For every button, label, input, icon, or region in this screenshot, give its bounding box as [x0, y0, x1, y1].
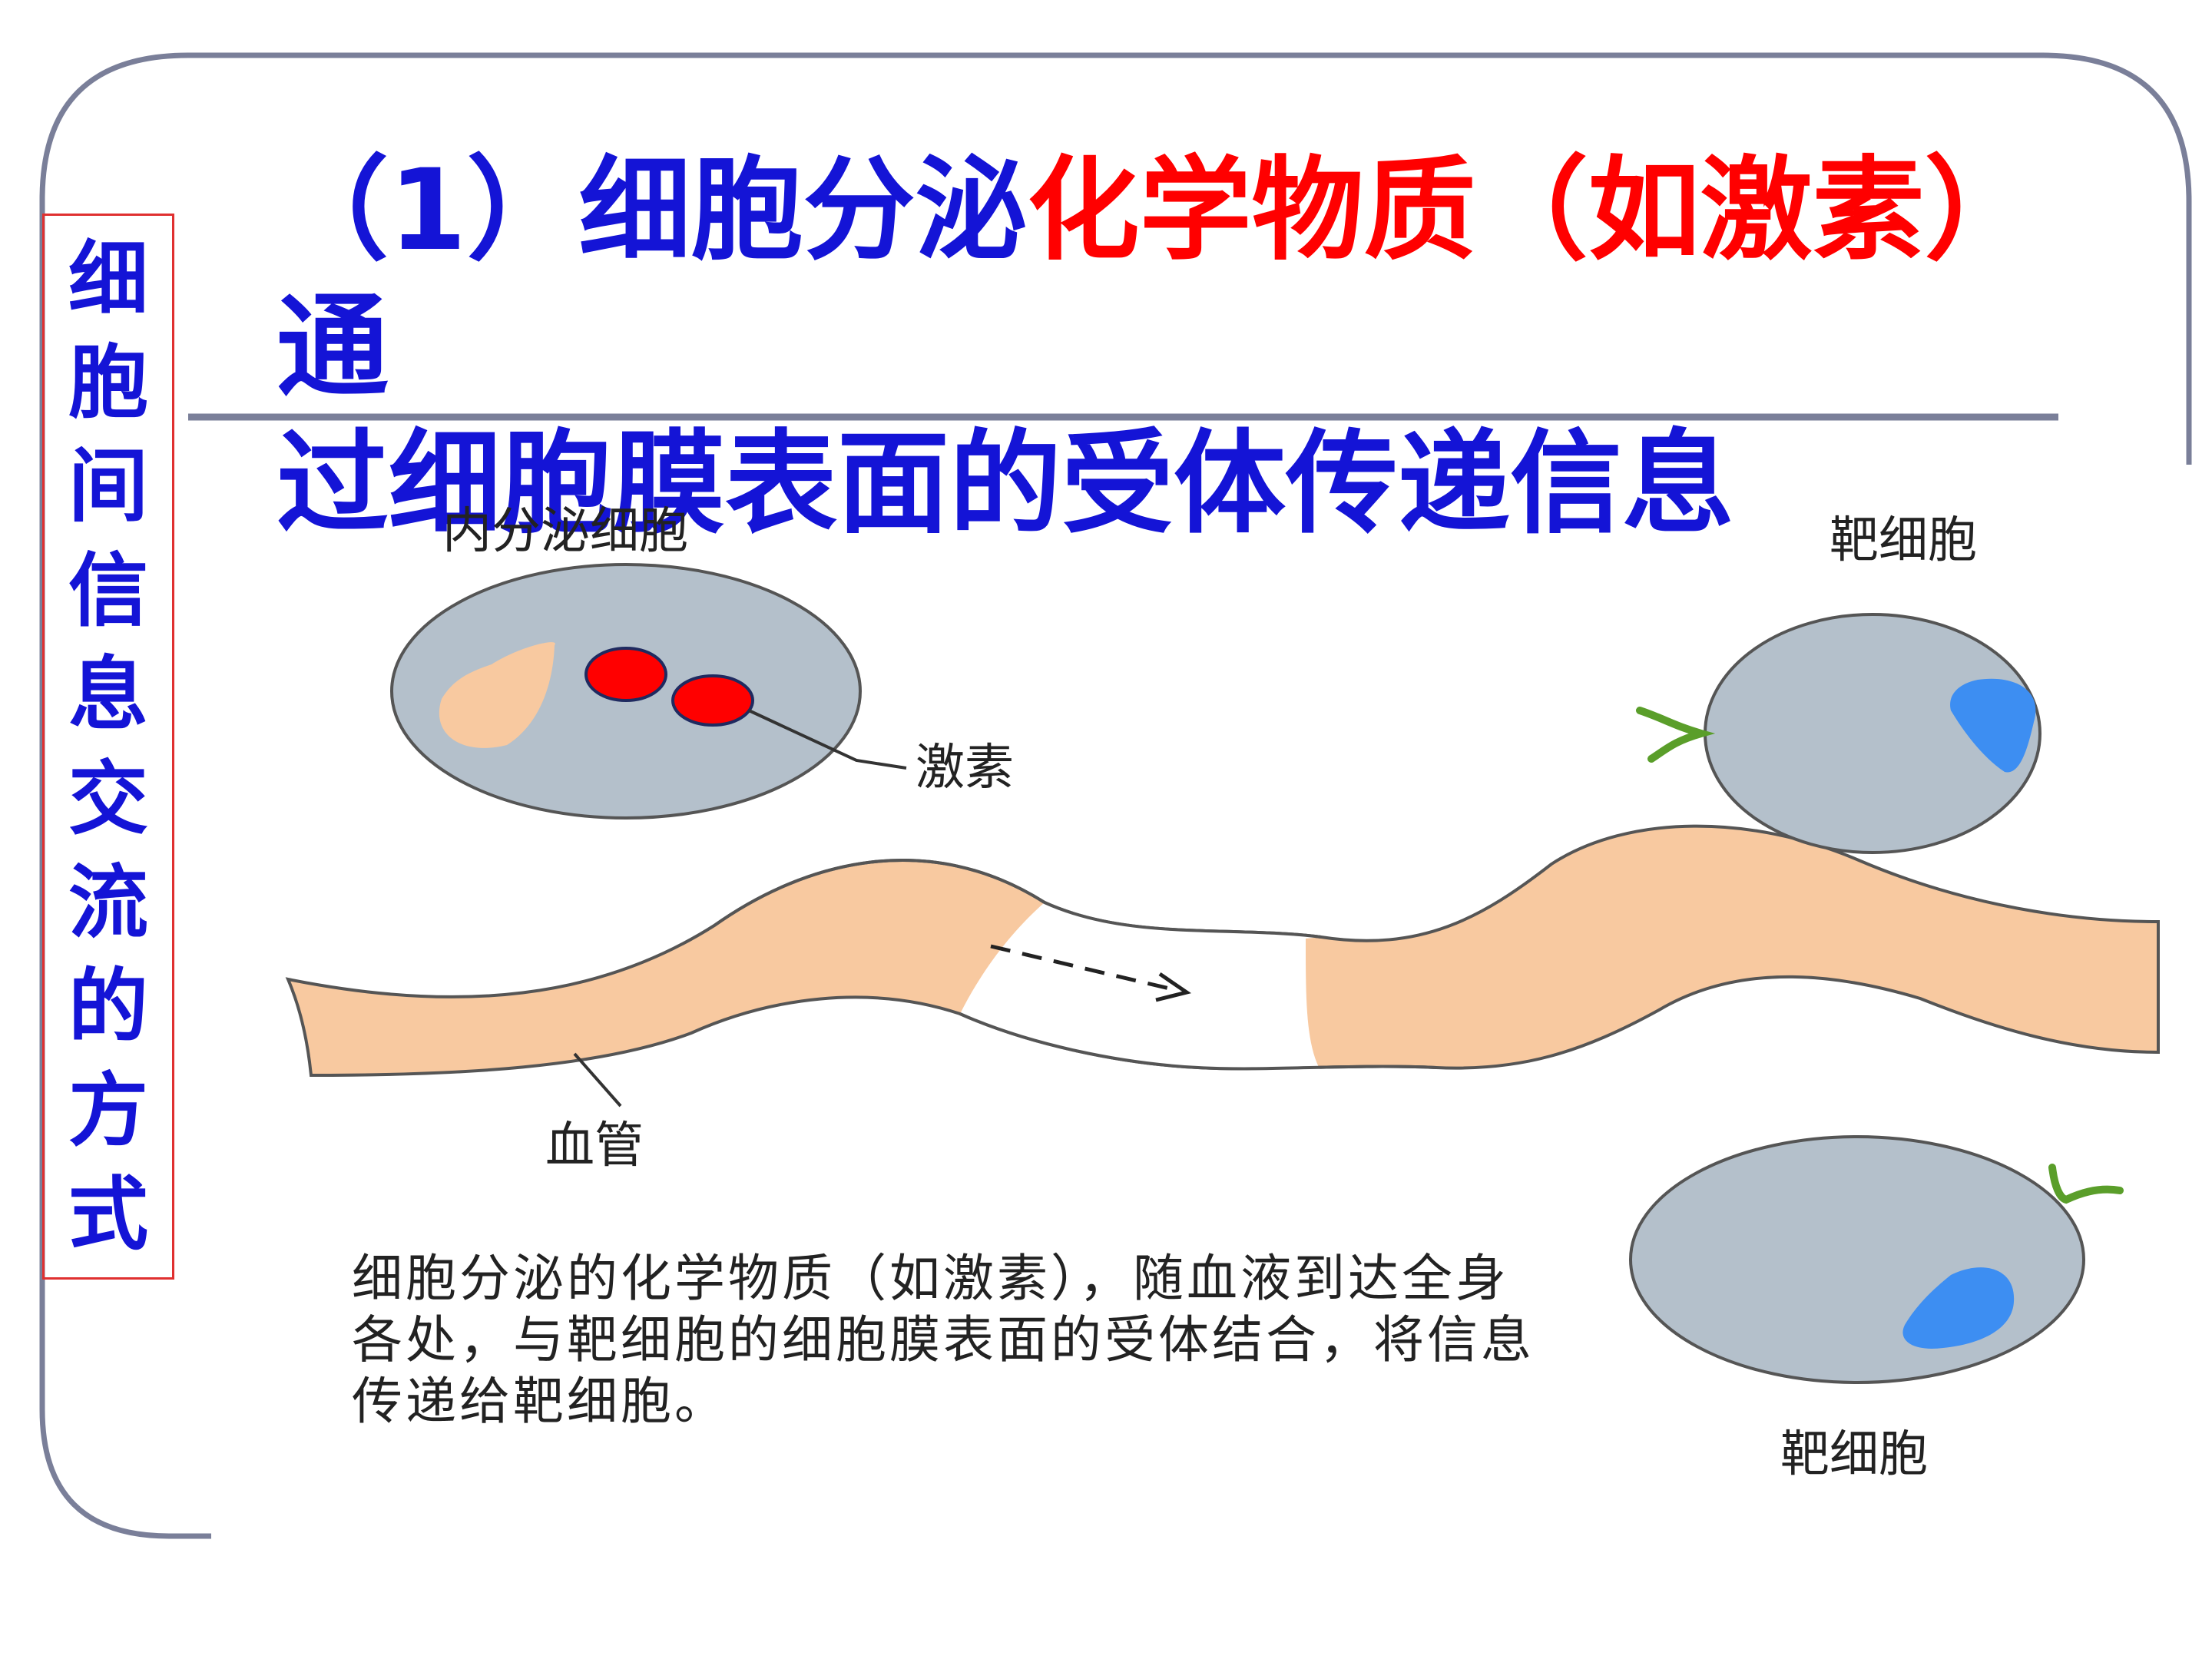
hormone-molecule: [584, 647, 667, 702]
slide-heading: （1）细胞分泌化学物质（如激素） 通 过细胞膜表面的受体传递信息: [276, 142, 2135, 552]
receptor-bottom: [2048, 1164, 2124, 1204]
target-cell-bottom-label: 靶细胞: [1780, 1426, 1928, 1483]
side-title-char: 交: [68, 751, 148, 846]
vessel-cutaway: [960, 902, 1321, 1071]
side-title-char: 息: [68, 647, 148, 742]
side-title-char: 信: [68, 543, 148, 637]
side-title-char: 流: [68, 856, 148, 950]
target-cell-bottom: [1629, 1135, 2085, 1384]
target-cell-top-label: 靶细胞: [1830, 512, 1977, 569]
side-title-box: 细 胞 间 信 息 交 流 的 方 式: [42, 214, 174, 1280]
side-title-char: 胞: [68, 336, 148, 430]
flow-arrow-head: [1155, 972, 1191, 1002]
heading-line-2: 过细胞膜表面的受体传递信息: [276, 419, 1734, 549]
target-nucleus-top: [1950, 678, 2036, 773]
heading-line-1: （1）细胞分泌化学物质（如激素） 通: [276, 142, 2135, 416]
heading-highlight: 化学物质（如激素）: [1027, 145, 2037, 276]
side-title-char: 的: [68, 959, 148, 1054]
diagram-caption: 细胞分泌的化学物质（如激素），随血液到达全身各处，与靶细胞的细胞膜表面的受体结合…: [352, 1249, 1535, 1431]
frame-outline: [39, 52, 2192, 1539]
hormone-leader-line: [748, 709, 907, 770]
hormone-label: 激素: [916, 740, 1014, 796]
heading-suffix: 通: [276, 282, 389, 412]
target-nucleus-bottom: [1902, 1267, 2015, 1349]
heading-prefix: （1）细胞分泌: [276, 145, 1028, 276]
vessel-top-edge: [713, 859, 1322, 939]
vessel-bottom-edge: [959, 1012, 1437, 1071]
side-title-char: 细: [68, 231, 148, 326]
side-title-char: 式: [68, 1167, 148, 1262]
endocrine-cell-label: 内分泌细胞: [442, 503, 688, 560]
hormone-molecule: [671, 674, 754, 727]
vessel-leader-line: [573, 1052, 622, 1108]
receptor-top: [1636, 707, 1716, 763]
side-title-char: 方: [68, 1063, 148, 1157]
blood-vessel-label: 血管: [545, 1118, 644, 1174]
endocrine-nucleus: [439, 642, 555, 748]
side-title-char: 间: [68, 439, 148, 534]
